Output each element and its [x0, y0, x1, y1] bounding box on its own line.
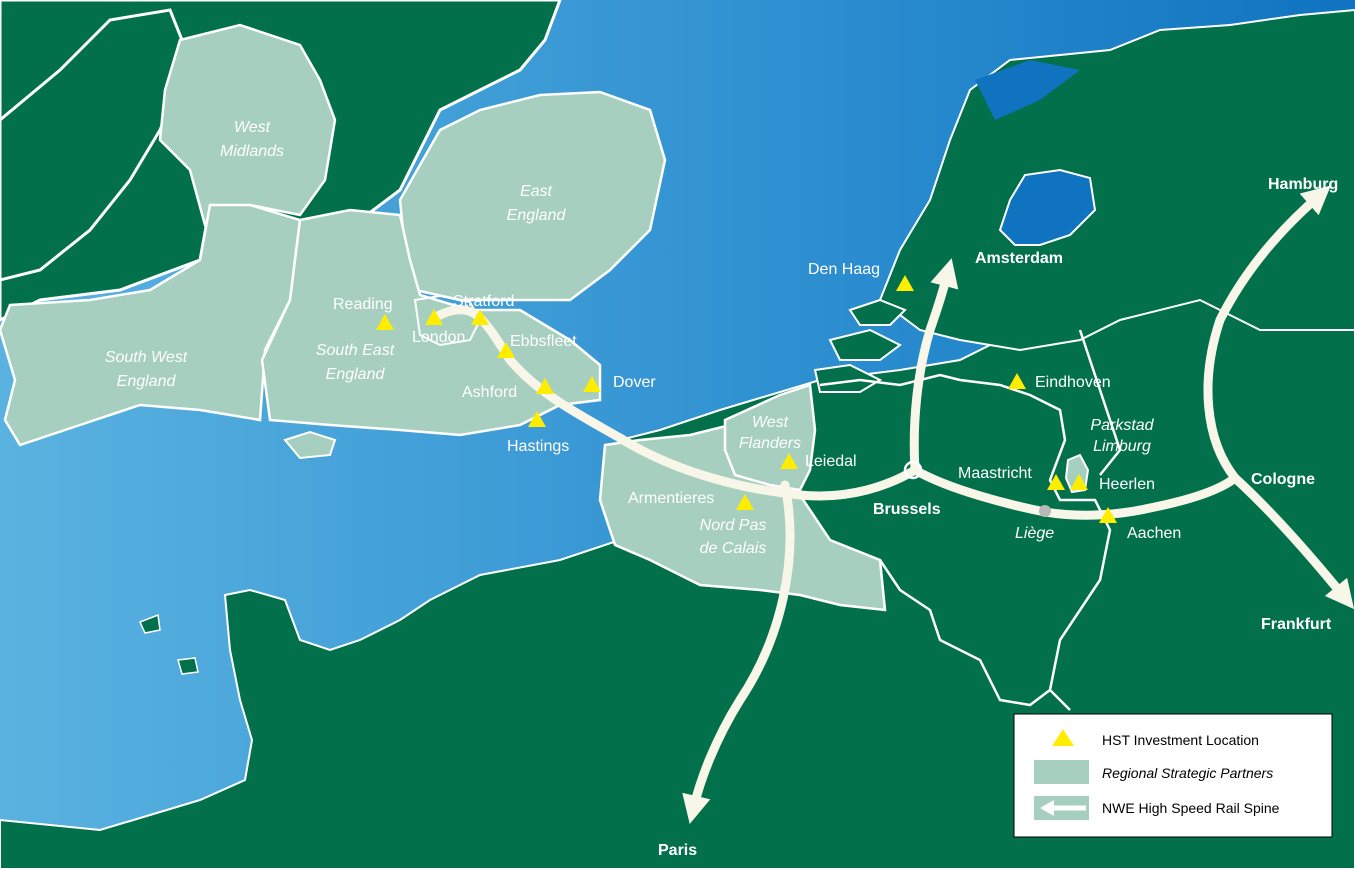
legend-item-rail: NWE High Speed Rail Spine [1102, 800, 1280, 816]
label-reading: Reading [333, 296, 393, 313]
label-brussels: Brussels [873, 501, 941, 518]
label-hastings: Hastings [507, 438, 569, 455]
label-leiedal: Leiedal [805, 453, 857, 470]
rail-to-frankfurt [1230, 473, 1355, 610]
label-heerlen: Heerlen [1099, 476, 1155, 493]
label-liege: Liège [1015, 525, 1054, 542]
label-den-haag: Den Haag [808, 261, 880, 278]
zeeland-island [848, 298, 907, 326]
label-dover: Dover [613, 374, 656, 391]
wadden-sea [975, 60, 1080, 120]
label-paris: Paris [658, 842, 697, 859]
marker-dover [583, 376, 601, 392]
label-london: London [412, 329, 465, 346]
zeeland-island [813, 363, 883, 393]
hst-markers [376, 275, 1117, 523]
rail-channel-section [615, 433, 920, 501]
rail-to-paris [682, 480, 795, 825]
triangle-marker-icon [1052, 729, 1074, 746]
west-midlands-region [158, 23, 337, 227]
isle-of-wight [283, 430, 337, 460]
rail-arrow-icon [1034, 796, 1089, 820]
zeeland-island [828, 328, 902, 361]
label-cologne: Cologne [1251, 471, 1315, 488]
south-west-england-region [0, 203, 302, 447]
channel-island [177, 657, 199, 675]
marker-ashford [536, 378, 554, 394]
city-labels: Amsterdam Brussels Hamburg Cologne Frank… [658, 176, 1338, 859]
rail-to-amsterdam [909, 258, 959, 475]
legend-item-hst: HST Investment Location [1102, 732, 1259, 748]
label-eindhoven: Eindhoven [1035, 374, 1111, 391]
label-ashford: Ashford [462, 384, 517, 401]
marker-armentieres [736, 494, 754, 510]
rail-brussels-aachen [910, 465, 1240, 520]
marker-ebbsfleet [497, 342, 515, 358]
label-stratford: Stratford [453, 293, 514, 310]
legend-item-partners: Regional Strategic Partners [1102, 765, 1273, 781]
marker-hastings [528, 411, 546, 427]
marker-stratford [471, 309, 489, 325]
hst-labels: Reading London Stratford Ebbsfleet Ashfo… [333, 261, 1181, 542]
liege-dot [1039, 505, 1051, 517]
marker-aachen [1099, 507, 1117, 523]
brussels-junction [903, 460, 923, 480]
ijsselmeer [998, 168, 1097, 246]
legend: HST Investment Location Regional Strateg… [1013, 713, 1333, 838]
channel-island [138, 613, 161, 634]
rail-to-hamburg [1203, 185, 1331, 483]
marker-heerlen [1070, 474, 1088, 490]
label-hamburg: Hamburg [1268, 176, 1338, 193]
rail-spine [429, 185, 1355, 825]
marker-den-haag [896, 275, 914, 291]
marker-reading [376, 314, 394, 330]
label-ebbsfleet: Ebbsfleet [510, 333, 577, 350]
nord-pas-de-calais-region [598, 423, 887, 612]
border-line [819, 373, 1112, 711]
label-maastricht: Maastricht [958, 465, 1032, 482]
greater-london [413, 294, 482, 347]
marker-maastricht [1047, 474, 1065, 490]
border-line [1078, 329, 1122, 476]
marker-eindhoven [1008, 373, 1026, 389]
label-armentieres: Armentieres [628, 490, 714, 507]
partner-swatch [1034, 760, 1089, 784]
marker-london [425, 309, 443, 325]
label-amsterdam: Amsterdam [975, 250, 1063, 267]
marker-leiedal [780, 453, 798, 469]
label-frankfurt: Frankfurt [1261, 616, 1332, 633]
border-line [878, 559, 1051, 707]
great-britain [0, 0, 667, 460]
label-aachen: Aachen [1127, 525, 1181, 542]
